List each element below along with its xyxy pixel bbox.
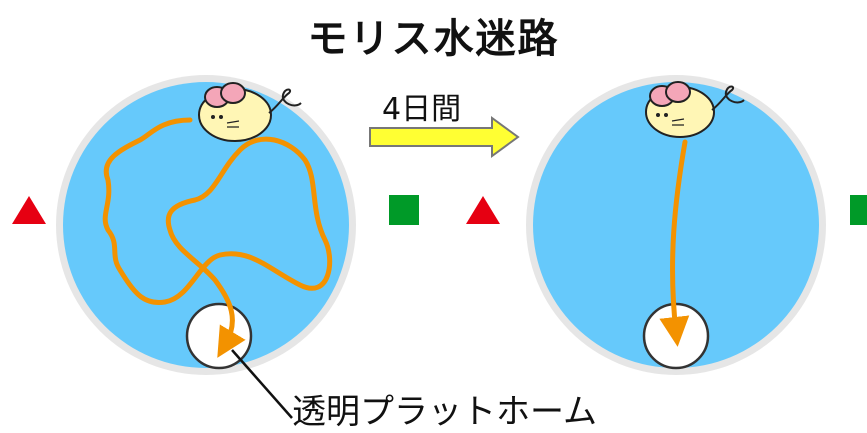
- mouse-icon: [198, 82, 302, 142]
- green-square-cue-left: [389, 195, 419, 225]
- swim-path-before: [102, 117, 333, 358]
- green-square-cue-right: [850, 195, 867, 225]
- pool-before: [56, 75, 356, 375]
- duration-label: 4日間: [382, 92, 462, 127]
- pool-water-left: [63, 82, 349, 368]
- red-triangle-cue-right: [466, 196, 500, 224]
- platform-leader-line: [231, 349, 293, 419]
- platform-left: [185, 302, 253, 370]
- time-arrow: [369, 116, 520, 158]
- pool-after: [526, 75, 826, 375]
- red-triangle-cue-left: [12, 196, 46, 224]
- diagram-title: モリス水迷路: [307, 16, 560, 62]
- swim-path-after: [659, 139, 690, 347]
- mouse-icon: [645, 81, 745, 138]
- platform-label: 透明プラットホーム: [292, 392, 597, 432]
